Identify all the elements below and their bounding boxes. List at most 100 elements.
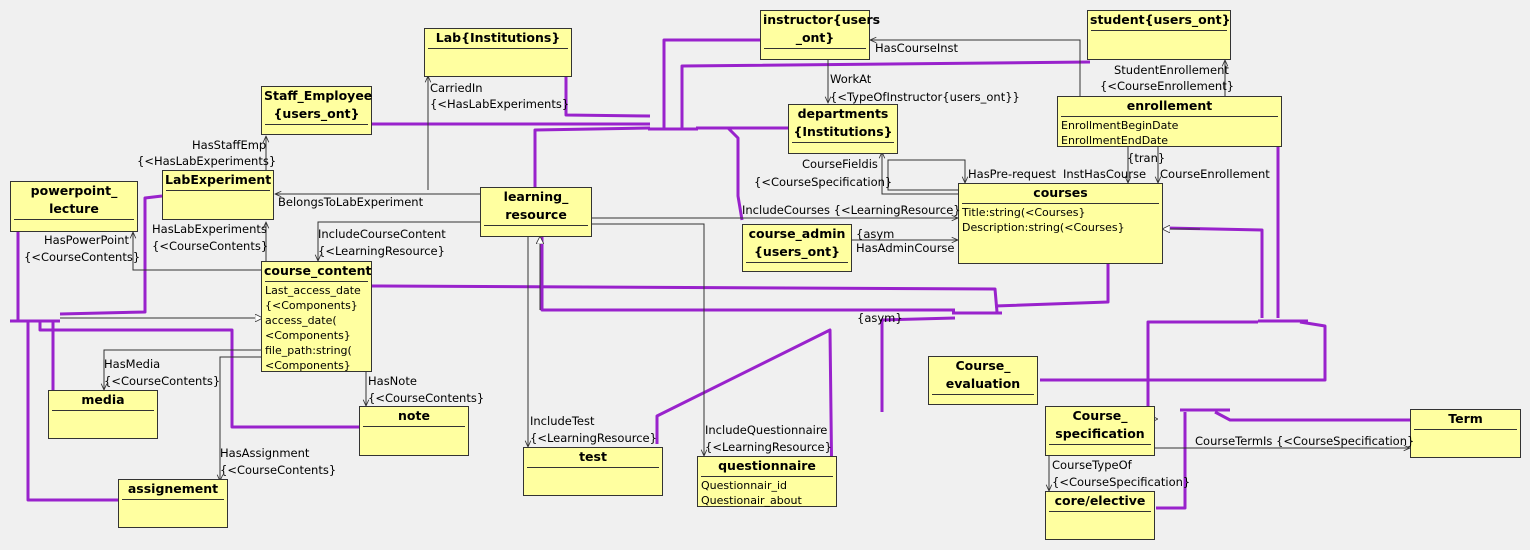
class-title: LabExperiment	[165, 172, 272, 187]
class-media[interactable]: media	[48, 390, 158, 439]
class-title: course_admin	[748, 226, 846, 241]
label-course-contents: {<CourseContents}	[152, 239, 269, 253]
class-lab-experiment[interactable]: LabExperiment	[162, 170, 274, 220]
label-has-note: HasNote	[368, 374, 417, 388]
class-powerpoint-lecture[interactable]: powerpoint_ lecture	[10, 181, 138, 232]
class-title: Term	[1448, 411, 1483, 426]
line-course-fieldis	[882, 152, 958, 195]
wire-spec-hub4	[1146, 320, 1258, 406]
label-course-specification: {<CourseSpecification}	[1052, 475, 1191, 489]
class-assignement[interactable]: assignement	[118, 479, 228, 528]
label-has-course-inst: HasCourseInst	[875, 41, 959, 55]
label-include-course-content: IncludeCourseContent	[318, 227, 446, 241]
label-has-admin-course: HasAdminCourse	[856, 241, 955, 255]
label-include-questionnaire: IncludeQuestionnaire	[705, 423, 828, 437]
separator	[265, 124, 368, 125]
class-questionnaire[interactable]: questionnaire Questionnair_id Questionai…	[697, 456, 837, 507]
class-courses[interactable]: courses Title:string(<Courses} Descripti…	[958, 183, 1163, 264]
class-title: Staff_Employee	[264, 88, 373, 103]
class-title: departments	[797, 106, 889, 121]
class-course-specification[interactable]: Course_ specification	[1045, 406, 1155, 456]
line-has-powerpoint	[133, 232, 262, 271]
label-learning-resource: {<LearningResource}	[318, 244, 445, 258]
class-attribute: Description:string(<Courses}	[962, 221, 1125, 234]
separator	[1049, 511, 1151, 512]
separator	[166, 190, 270, 191]
separator	[1049, 444, 1151, 445]
separator	[764, 48, 866, 49]
label-course-contents: {<CourseContents}	[24, 250, 141, 264]
class-term[interactable]: Term	[1410, 409, 1521, 458]
label-has-media: HasMedia	[104, 357, 161, 371]
label-carried-in: CarriedIn	[430, 81, 483, 95]
separator	[932, 394, 1034, 395]
class-title: lecture	[49, 201, 99, 216]
class-attribute: <Components}	[265, 329, 351, 342]
class-instructor[interactable]: instructor{users _ont}	[760, 10, 880, 60]
label-course-contents: {<CourseContents}	[368, 391, 485, 405]
class-course-content[interactable]: course_content Last_access_date {<Compon…	[261, 261, 372, 372]
class-enrollement[interactable]: enrollement EnrollmentBeginDate Enrollme…	[1057, 96, 1282, 147]
separator	[1061, 116, 1278, 117]
wire-core-hub5	[1156, 412, 1187, 510]
class-student[interactable]: student{users_ont}	[1087, 10, 1231, 60]
line-include-content	[318, 221, 480, 261]
separator	[484, 225, 588, 226]
class-attribute: access_date(	[265, 314, 337, 327]
label-asym: {asym}	[857, 311, 903, 325]
class-title: course_content	[264, 263, 372, 278]
wire-learning-hub3	[540, 236, 955, 312]
separator	[428, 48, 568, 49]
label-course-term-is: CourseTermIs {<CourseSpecification}	[1195, 434, 1415, 448]
class-attribute: EnrollmentBeginDate	[1061, 119, 1179, 132]
line-has-assignment	[220, 356, 262, 481]
class-attribute: Last_access_date	[265, 284, 361, 297]
wire-student	[680, 60, 1091, 128]
label-has-lab-experiments: {<HasLabExperiments}	[430, 97, 570, 111]
label-has-lab-experiments: {<HasLabExperiments}	[137, 154, 277, 168]
class-course-admin[interactable]: course_admin {users_ont}	[742, 224, 852, 272]
wire-instructor	[662, 38, 762, 128]
class-title: {users_ont}	[273, 106, 360, 121]
line-pre-request	[887, 159, 965, 191]
separator	[962, 203, 1159, 204]
wire-term-hub5	[1214, 410, 1410, 422]
label-has-staff-emp: HasStaffEmp	[192, 138, 267, 152]
class-departments[interactable]: departments {Institutions}	[788, 104, 898, 154]
class-title: evaluation	[945, 376, 1021, 391]
class-title: powerpoint_	[30, 183, 118, 198]
label-has-power-point: HasPowerPoint	[44, 233, 130, 247]
class-title: learning_	[503, 189, 569, 204]
class-title: Lab{Institutions}	[435, 30, 561, 45]
class-core-elective[interactable]: core/elective	[1045, 491, 1155, 540]
relation-lines	[60, 40, 1410, 491]
class-attribute: Title:string(<Courses}	[962, 206, 1086, 219]
class-title: questionnaire	[718, 458, 816, 473]
wire-learning-up	[533, 126, 651, 188]
label-learning-resource: {<LearningResource}	[705, 440, 832, 454]
label-has-assignment: HasAssignment	[220, 446, 310, 460]
wire-content	[371, 284, 999, 313]
class-title: specification	[1055, 426, 1145, 441]
class-staff-employee[interactable]: Staff_Employee {users_ont}	[261, 86, 372, 135]
label-course-contents: {<CourseContents}	[220, 463, 337, 477]
label-inst-has-course: InstHasCourse	[1063, 167, 1147, 181]
separator	[701, 476, 833, 477]
wire-labexp	[59, 194, 163, 316]
class-learning-resource[interactable]: learning_ resource	[480, 187, 592, 237]
class-lab[interactable]: Lab{Institutions}	[424, 28, 572, 77]
label-asym: {asym	[856, 227, 895, 241]
line-has-course-inst	[870, 40, 1081, 96]
wire-courses-hub3	[994, 264, 1110, 308]
class-course-evaluation[interactable]: Course_ evaluation	[928, 356, 1038, 405]
class-test[interactable]: test	[523, 447, 663, 496]
class-note[interactable]: note	[359, 406, 469, 456]
label-include-test: IncludeTest	[530, 414, 595, 428]
class-title: Course_	[1072, 408, 1128, 423]
class-title: resource	[505, 207, 567, 222]
class-attribute: EnrollmentEndDate	[1061, 134, 1169, 147]
class-attribute: Questionair_about	[701, 494, 802, 507]
class-title: test	[579, 449, 607, 464]
